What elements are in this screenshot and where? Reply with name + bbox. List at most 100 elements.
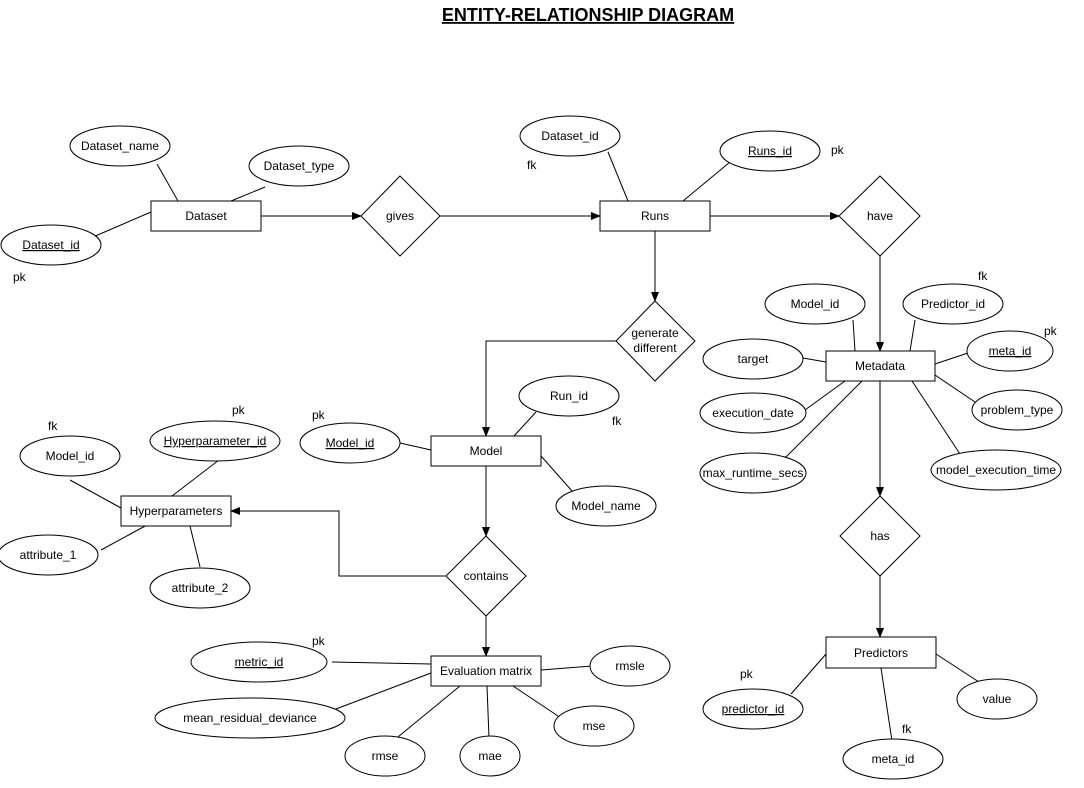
attribute-hyperparameter-id[interactable]: Hyperparameter_id [149, 420, 281, 462]
svg-text:have: have [867, 209, 893, 223]
attribute-value[interactable]: value [956, 678, 1038, 720]
svg-text:rmsle: rmsle [615, 659, 645, 673]
svg-text:rmse: rmse [372, 749, 399, 763]
fk-label: fk [48, 419, 58, 433]
pk-label: pk [232, 403, 246, 417]
attribute-attribute-2[interactable]: attribute_2 [149, 567, 251, 609]
attribute-connectors [69, 151, 980, 742]
attribute-model-name[interactable]: Model_name [555, 485, 657, 527]
attribute-runs-id[interactable]: Runs_id [719, 130, 821, 172]
entity-hyperparameters[interactable]: Hyperparameters [120, 495, 232, 527]
attribute-runs-dataset-id[interactable]: Dataset_id [519, 115, 621, 157]
svg-text:Predictors: Predictors [854, 646, 908, 660]
svg-text:Metadata: Metadata [855, 359, 905, 373]
svg-text:Model_name: Model_name [571, 499, 641, 513]
svg-text:value: value [983, 692, 1012, 706]
entity-dataset[interactable]: Dataset [150, 200, 262, 232]
attribute-model-id[interactable]: Model_id [299, 422, 401, 464]
svg-text:Run_id: Run_id [550, 389, 588, 403]
key-labels: pk fk pk fk pk pk fk fk pk pk pk fk [13, 143, 1058, 736]
pk-label: pk [312, 634, 326, 648]
entity-runs[interactable]: Runs [599, 200, 711, 232]
svg-text:Hyperparameter_id: Hyperparameter_id [164, 434, 267, 448]
relationship-has[interactable]: has [839, 495, 921, 577]
diagram-title: ENTITY-RELATIONSHIP DIAGRAM [442, 5, 734, 25]
svg-text:meta_id: meta_id [872, 752, 915, 766]
relationship-gives[interactable]: gives [360, 175, 441, 257]
svg-text:target: target [738, 352, 769, 366]
svg-text:metric_id: metric_id [235, 655, 284, 669]
svg-text:mse: mse [583, 719, 606, 733]
svg-text:model_execution_time: model_execution_time [936, 463, 1056, 477]
relationship-contains[interactable]: contains [445, 535, 527, 617]
svg-text:contains: contains [464, 569, 509, 583]
relationship-have[interactable]: have [838, 175, 921, 257]
attribute-mse[interactable]: mse [553, 705, 635, 747]
svg-text:Model_id: Model_id [46, 449, 95, 463]
fk-label: fk [612, 414, 622, 428]
relationship-connectors [230, 212, 884, 657]
entity-predictors[interactable]: Predictors [825, 636, 937, 669]
entity-model[interactable]: Model [430, 435, 542, 467]
svg-text:Hyperparameters: Hyperparameters [130, 504, 223, 518]
entity-metadata[interactable]: Metadata [825, 350, 936, 382]
attribute-pred-meta-id[interactable]: meta_id [842, 738, 944, 780]
attribute-mean-residual-deviance[interactable]: mean_residual_deviance [154, 697, 346, 739]
attribute-predictor-id-pk[interactable]: predictor_id [702, 688, 804, 730]
attribute-dataset-id[interactable]: Dataset_id [0, 224, 102, 266]
svg-text:max_runtime_secs: max_runtime_secs [703, 466, 804, 480]
attribute-target[interactable]: target [702, 338, 804, 380]
attribute-meta-model-id[interactable]: Model_id [764, 283, 866, 325]
pk-label: pk [831, 143, 845, 157]
attribute-max-runtime-secs[interactable]: max_runtime_secs [699, 452, 807, 494]
svg-text:Evaluation matrix: Evaluation matrix [440, 664, 532, 678]
svg-text:Dataset_name: Dataset_name [81, 139, 159, 153]
svg-text:Dataset_id: Dataset_id [22, 238, 79, 252]
svg-text:has: has [870, 529, 889, 543]
svg-text:Model_id: Model_id [791, 297, 840, 311]
svg-text:gives: gives [386, 209, 414, 223]
attribute-dataset-type[interactable]: Dataset_type [248, 145, 350, 187]
svg-text:Model_id: Model_id [326, 436, 375, 450]
attribute-meta-id[interactable]: meta_id [966, 330, 1054, 372]
svg-text:problem_type: problem_type [981, 403, 1054, 417]
svg-text:meta_id: meta_id [989, 344, 1032, 358]
svg-text:predictor_id: predictor_id [722, 702, 785, 716]
attribute-rmse[interactable]: rmse [344, 735, 426, 777]
svg-text:Dataset_id: Dataset_id [541, 129, 598, 143]
fk-label: fk [978, 269, 988, 283]
svg-text:different: different [633, 341, 677, 355]
attribute-rmsle[interactable]: rmsle [589, 645, 671, 687]
attribute-metric-id[interactable]: metric_id [190, 641, 328, 683]
svg-text:Model: Model [470, 444, 503, 458]
svg-text:attribute_2: attribute_2 [172, 581, 229, 595]
svg-text:mean_residual_deviance: mean_residual_deviance [183, 711, 317, 725]
relationship-generate-different[interactable]: generate different [615, 300, 696, 382]
attribute-hyper-model-id[interactable]: Model_id [19, 435, 121, 477]
fk-label: fk [902, 722, 912, 736]
attribute-dataset-name[interactable]: Dataset_name [69, 125, 171, 167]
entity-evaluation-matrix[interactable]: Evaluation matrix [430, 655, 542, 687]
attribute-mae[interactable]: mae [459, 735, 521, 777]
attribute-problem-type[interactable]: problem_type [971, 389, 1063, 431]
svg-text:execution_date: execution_date [712, 406, 794, 420]
svg-text:Runs_id: Runs_id [748, 144, 792, 158]
attribute-execution-date[interactable]: execution_date [699, 392, 807, 434]
svg-text:mae: mae [478, 749, 502, 763]
svg-text:Dataset: Dataset [185, 209, 227, 223]
attribute-attribute-1[interactable]: attribute_1 [0, 534, 99, 576]
svg-text:attribute_1: attribute_1 [20, 548, 77, 562]
attribute-model-execution-time[interactable]: model_execution_time [930, 449, 1062, 491]
fk-label: fk [527, 158, 537, 172]
pk-label: pk [312, 408, 326, 422]
svg-text:Predictor_id: Predictor_id [921, 297, 985, 311]
attribute-run-id[interactable]: Run_id [518, 375, 620, 417]
svg-text:Dataset_type: Dataset_type [264, 159, 335, 173]
pk-label: pk [1044, 324, 1058, 338]
svg-text:Runs: Runs [641, 209, 669, 223]
pk-label: pk [13, 270, 27, 284]
pk-label: pk [740, 667, 754, 681]
attribute-predictor-id[interactable]: Predictor_id [902, 283, 1004, 325]
svg-text:generate: generate [631, 326, 679, 340]
